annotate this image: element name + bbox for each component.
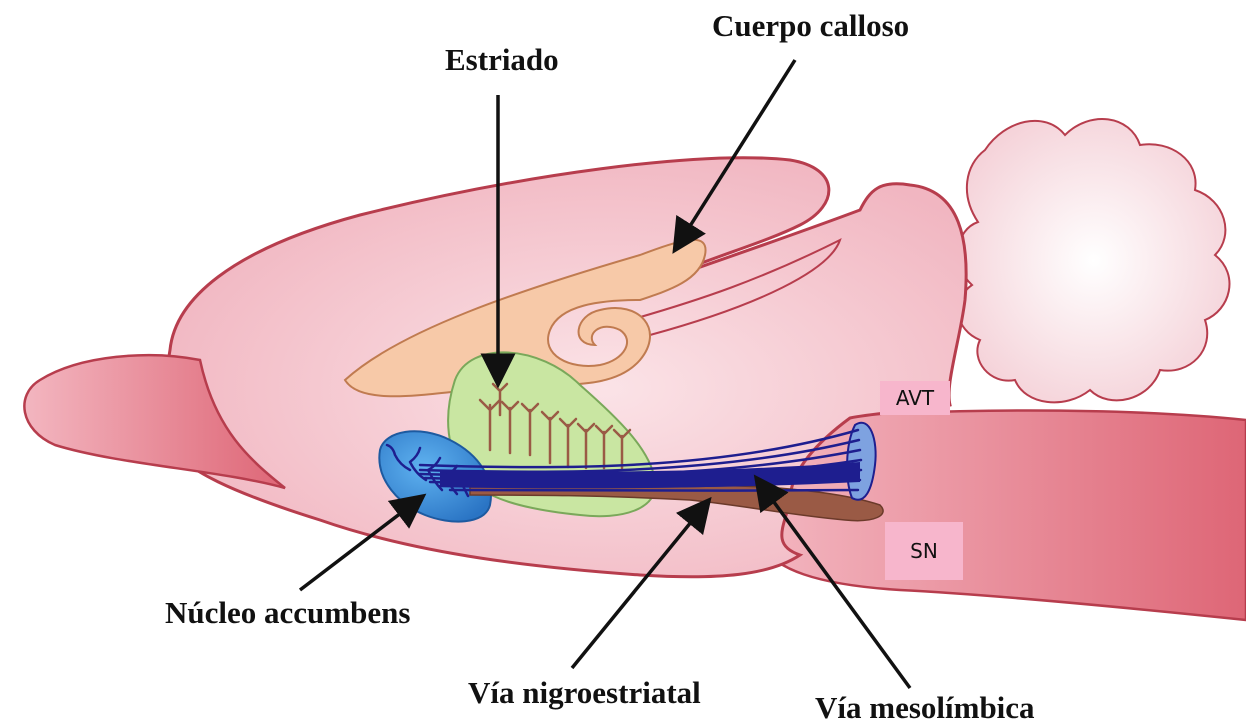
label-avt: AVT <box>880 381 950 415</box>
label-via-mesolimbica: Vía mesolímbica <box>815 692 1035 723</box>
label-nucleo-accumbens: Núcleo accumbens <box>165 597 410 628</box>
cerebellum <box>958 119 1230 402</box>
label-sn: SN <box>885 522 963 580</box>
label-cuerpo-calloso: Cuerpo calloso <box>712 10 909 41</box>
label-via-nigroestriatal: Vía nigroestriatal <box>468 677 701 708</box>
label-estriado: Estriado <box>445 44 559 75</box>
